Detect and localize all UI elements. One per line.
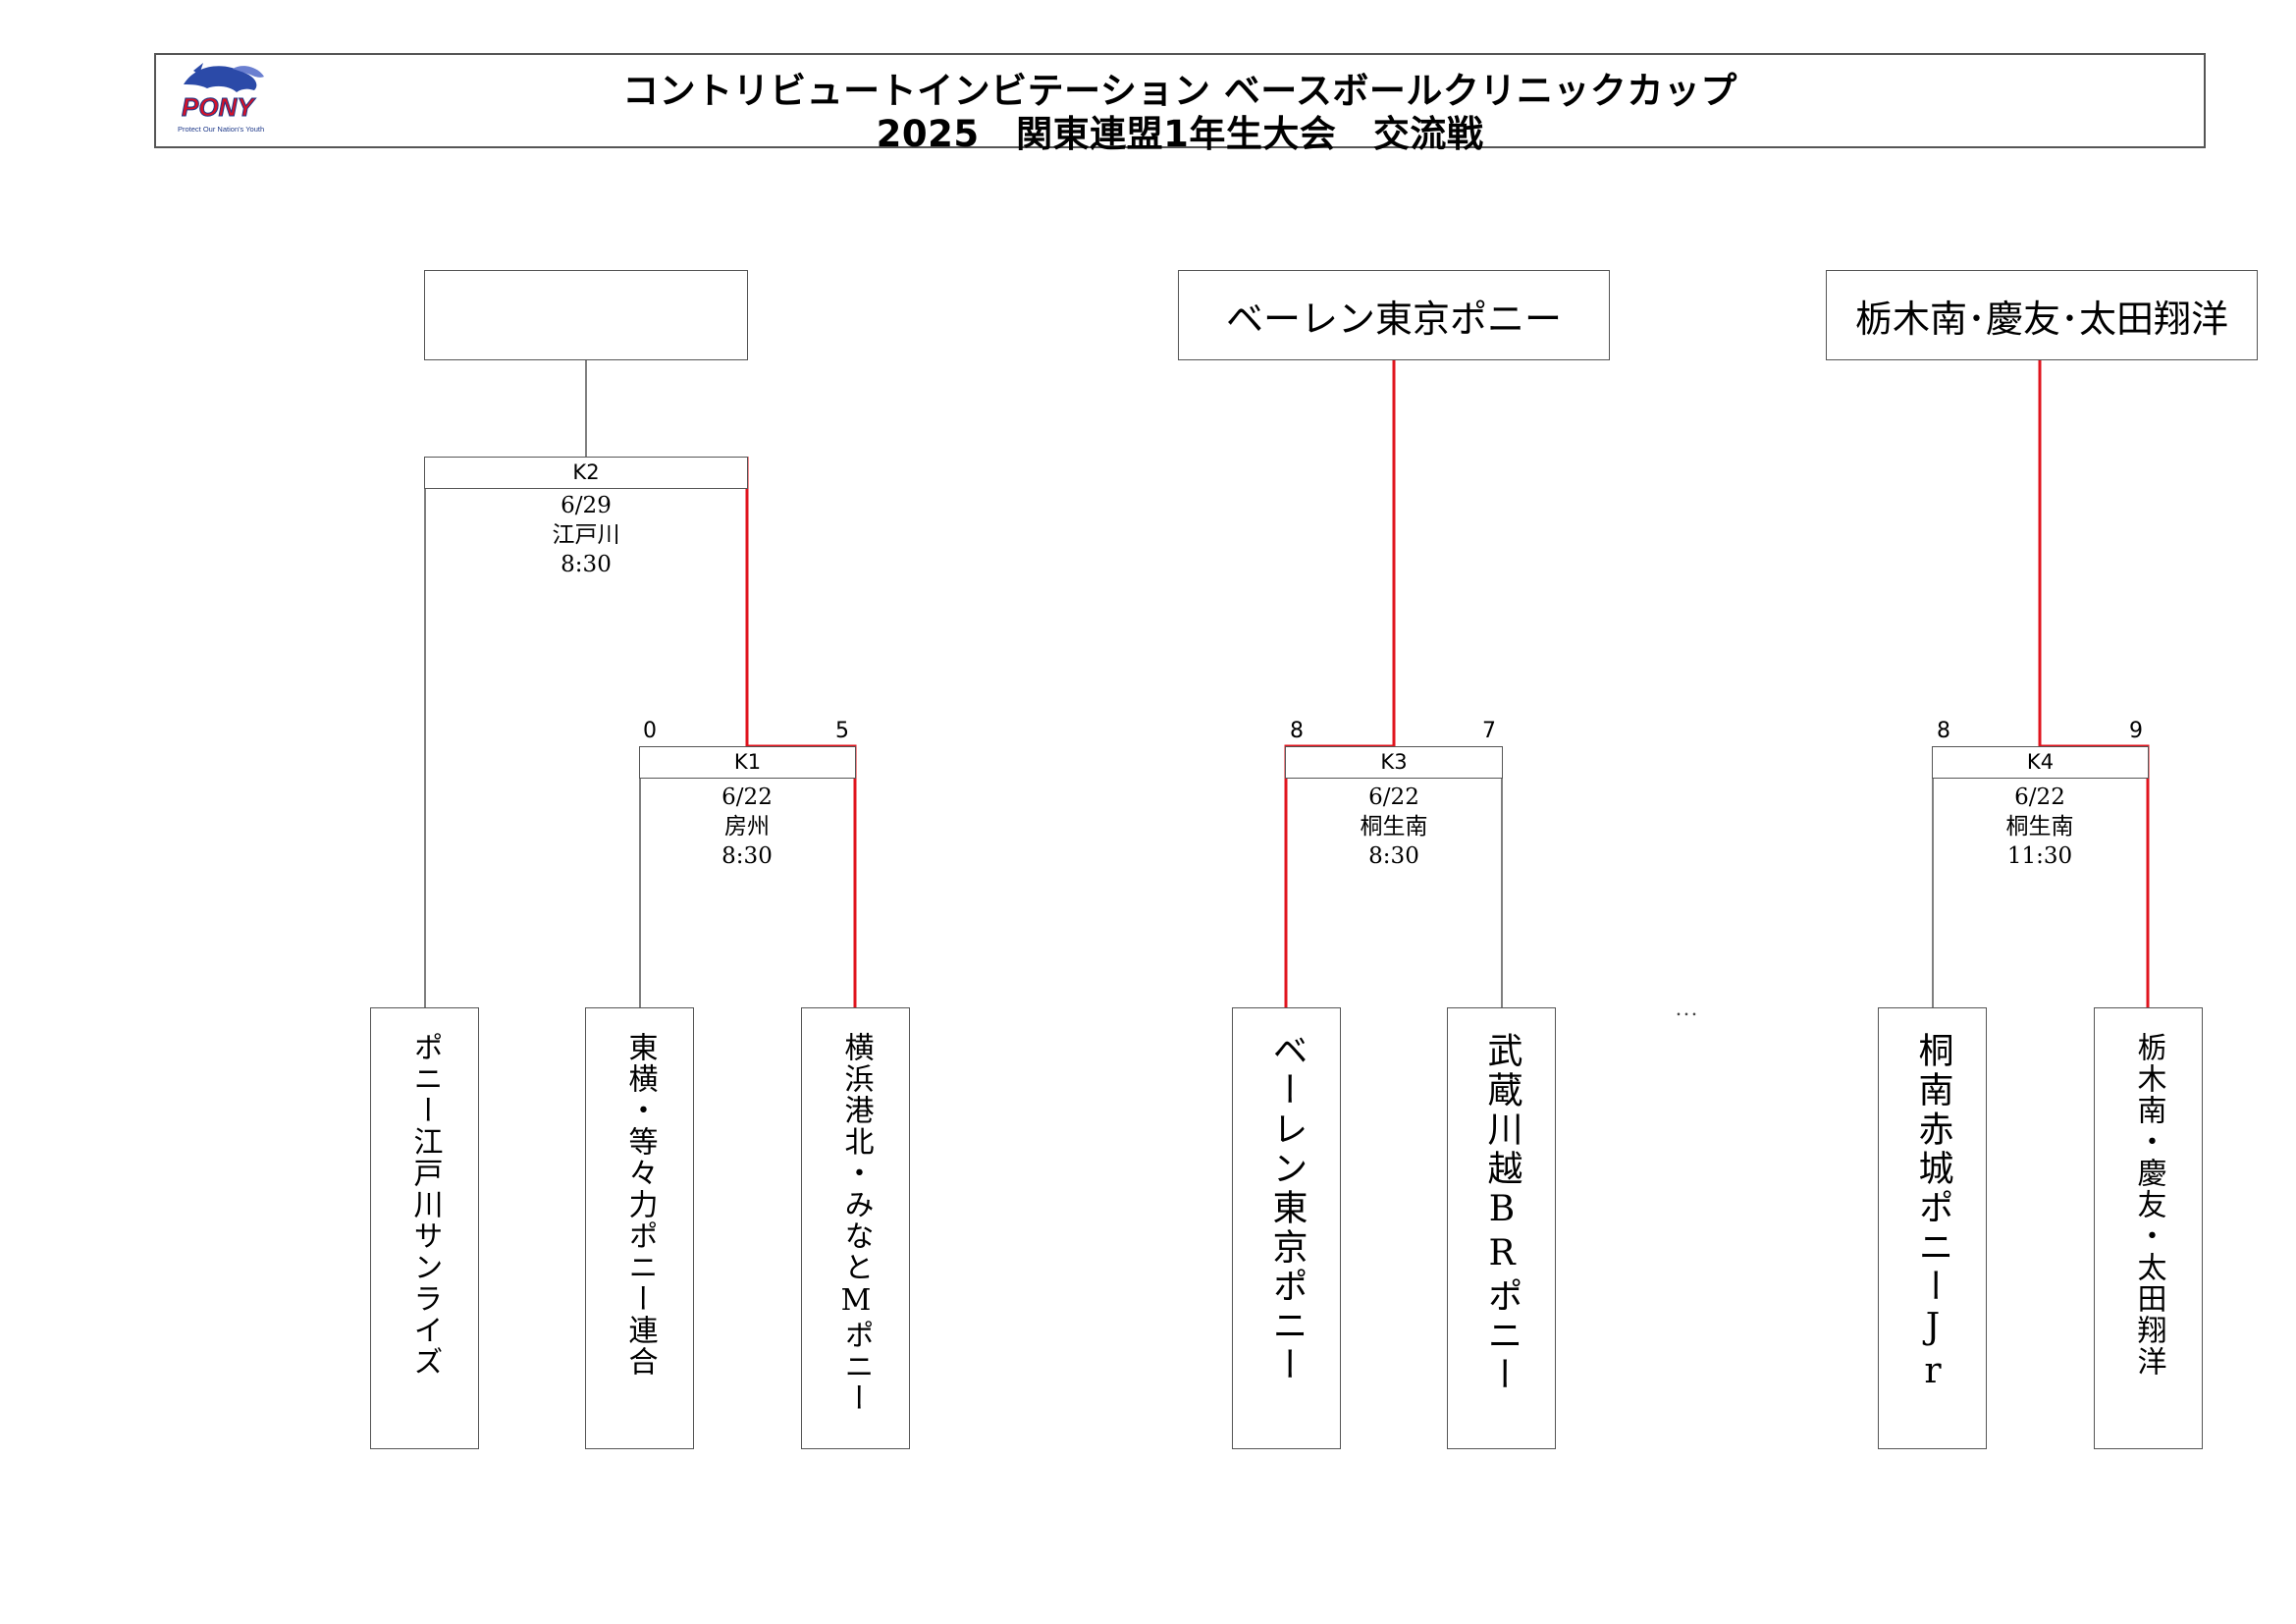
team-box-6: 桐南赤城ポニーJr xyxy=(1878,1007,1987,1449)
team-box-4: ベーレン東京ポニー xyxy=(1232,1007,1341,1449)
stray-dots: ･･･ xyxy=(1675,1005,1699,1024)
match-k1-score-right: 5 xyxy=(835,719,849,743)
match-k4-time: 11:30 xyxy=(2006,843,2073,869)
match-k3-header: K3 xyxy=(1285,746,1503,779)
team-box-5: 武蔵川越BRポニー xyxy=(1447,1007,1556,1449)
match-k3-date: 6/22 xyxy=(1368,785,1419,810)
team-name-6: 桐南赤城ポニーJr xyxy=(1912,1032,1953,1395)
team-name-5: 武蔵川越BRポニー xyxy=(1481,1032,1522,1395)
tournament-subtitle: 2025 関東連盟1年生大会 交流戦 xyxy=(876,113,1484,155)
match-k4-date: 6/22 xyxy=(2014,785,2065,810)
winner-box-3: 栃木南･慶友･太田翔洋 xyxy=(1826,270,2258,360)
match-k3-venue: 桐生南 xyxy=(1360,814,1428,839)
team-name-3: 横浜港北・みなとMポニー xyxy=(838,1032,874,1414)
team-box-1: ポニー江戸川サンライズ xyxy=(370,1007,479,1449)
match-k1-score-left: 0 xyxy=(643,719,657,743)
team-name-1: ポニー江戸川サンライズ xyxy=(407,1032,443,1378)
match-k3-score-left: 8 xyxy=(1290,719,1304,743)
team-box-7: 栃木南・慶友・太田翔洋 xyxy=(2094,1007,2203,1449)
match-k4-header: K4 xyxy=(1932,746,2149,779)
winner-name-2: ベーレン東京ポニー xyxy=(1225,297,1562,341)
winner-box-1 xyxy=(424,270,748,360)
pony-logo: PONY Protect Our Nation's Youth xyxy=(174,59,272,143)
winner-box-2: ベーレン東京ポニー xyxy=(1178,270,1610,360)
team-name-2: 東横・等々力ポニー連合 xyxy=(622,1032,658,1378)
winner-name-3: 栃木南･慶友･太田翔洋 xyxy=(1854,297,2228,341)
title-box: PONY Protect Our Nation's Youth コントリビュート… xyxy=(154,53,2206,155)
svg-text:PONY: PONY xyxy=(182,92,256,122)
team-box-2: 東横・等々力ポニー連合 xyxy=(585,1007,694,1449)
match-k1-date: 6/22 xyxy=(721,785,773,810)
match-k2-header: K2 xyxy=(424,457,748,489)
svg-text:Protect Our Nation's Youth: Protect Our Nation's Youth xyxy=(178,125,264,134)
match-k1-header: K1 xyxy=(639,746,856,779)
tournament-title: コントリビュートインビテーション ベースボールクリニックカップ xyxy=(622,70,1737,112)
match-k3-score-right: 7 xyxy=(1482,719,1496,743)
match-k2-info: 6/29 江戸川 8:30 xyxy=(488,491,684,579)
match-k3-info: 6/22 桐生南 8:30 xyxy=(1296,783,1492,871)
match-k1-time: 8:30 xyxy=(721,843,773,869)
match-k3-id: K3 xyxy=(1380,750,1408,774)
horse-logo-icon: PONY Protect Our Nation's Youth xyxy=(178,63,264,134)
match-k3-time: 8:30 xyxy=(1368,843,1419,869)
match-k4-id: K4 xyxy=(2026,750,2055,774)
match-k1-info: 6/22 房州 8:30 xyxy=(649,783,845,871)
match-k4-venue: 桐生南 xyxy=(2005,814,2074,839)
match-k2-date: 6/29 xyxy=(561,493,612,518)
match-k2-venue: 江戸川 xyxy=(552,522,620,548)
team-name-4: ベーレン東京ポニー xyxy=(1266,1032,1308,1385)
match-k1-id: K1 xyxy=(733,750,762,774)
match-k4-score-left: 8 xyxy=(1937,719,1950,743)
match-k4-score-right: 9 xyxy=(2129,719,2143,743)
match-k1-venue: 房州 xyxy=(724,814,770,839)
match-k4-info: 6/22 桐生南 11:30 xyxy=(1942,783,2138,871)
match-k2-time: 8:30 xyxy=(561,552,612,577)
team-box-3: 横浜港北・みなとMポニー xyxy=(801,1007,910,1449)
team-name-7: 栃木南・慶友・太田翔洋 xyxy=(2131,1032,2166,1378)
match-k2-id: K2 xyxy=(572,460,600,484)
